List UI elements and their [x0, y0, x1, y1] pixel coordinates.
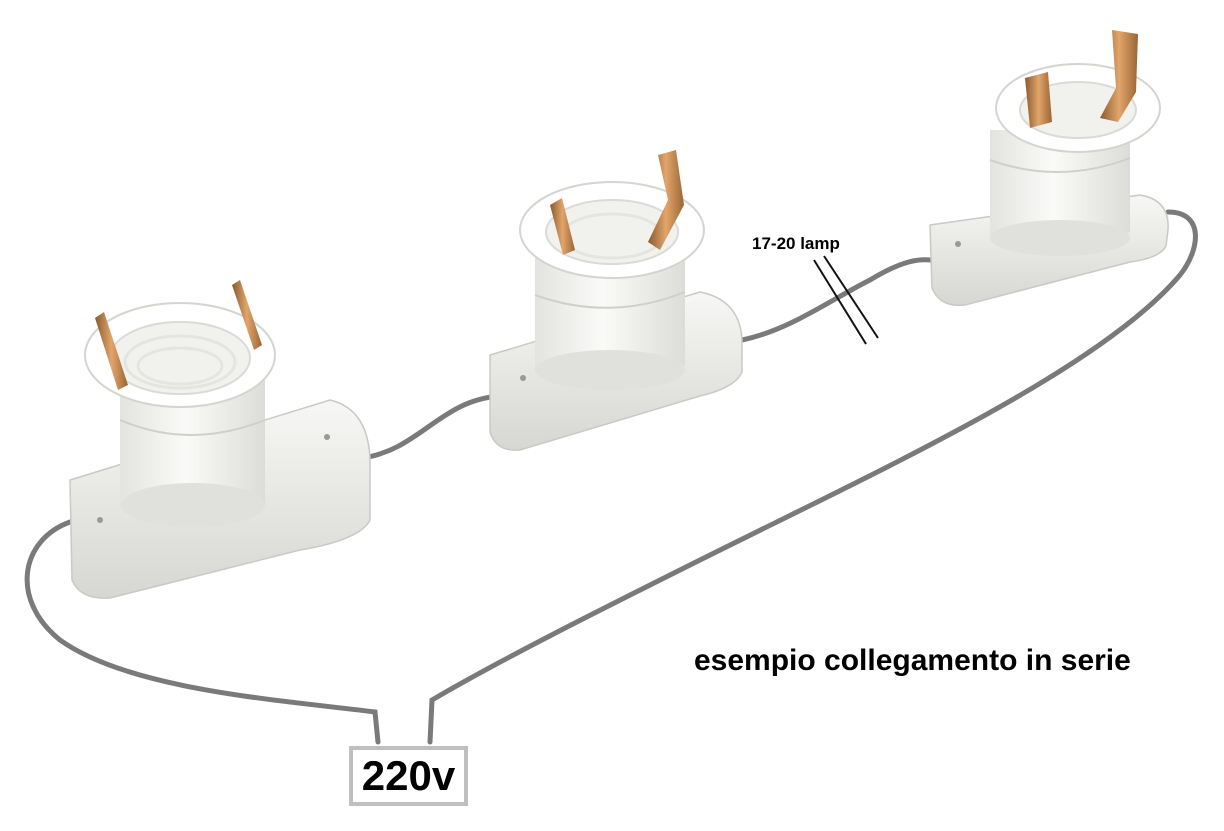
wire-right-return — [427, 209, 1198, 745]
break-symbol — [813, 255, 879, 345]
wire-socket1-socket2 — [359, 393, 503, 461]
wire-socket2-socket3 — [739, 257, 943, 343]
wire-left-return — [24, 519, 381, 745]
lamp-socket-icon — [489, 150, 743, 451]
diagram-caption: esempio collegamento in serie — [694, 644, 1131, 677]
supply-voltage-label: 220v — [361, 752, 456, 799]
lamp-socket-icon — [69, 280, 371, 599]
supply-box: 220v — [349, 746, 468, 806]
lamp-socket-icon — [929, 30, 1169, 307]
lamp-count-label: 17-20 lamp — [752, 234, 840, 253]
wires — [24, 209, 1198, 745]
